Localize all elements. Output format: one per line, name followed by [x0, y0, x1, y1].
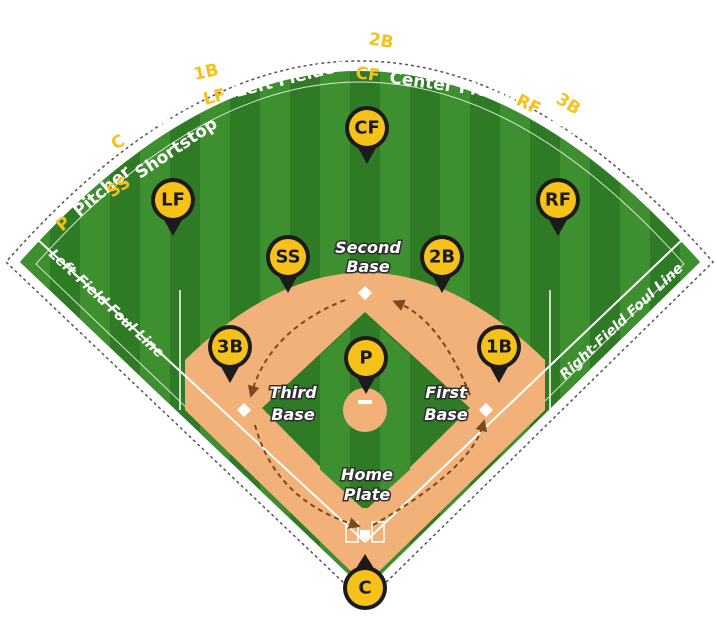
- svg-text:Second: Second: [335, 238, 401, 257]
- svg-text:Base: Base: [346, 257, 390, 276]
- svg-text:CF: CF: [354, 118, 380, 139]
- svg-text:SS: SS: [275, 247, 300, 268]
- svg-text:C: C: [358, 578, 371, 599]
- svg-text:Base: Base: [424, 405, 468, 424]
- svg-text:First: First: [425, 383, 468, 402]
- svg-text:1B: 1B: [486, 337, 512, 358]
- svg-text:Plate: Plate: [344, 485, 391, 504]
- svg-text:3B: 3B: [217, 337, 243, 358]
- svg-text:Home: Home: [341, 465, 393, 484]
- pitchers-rubber: [358, 400, 372, 404]
- svg-text:Third: Third: [269, 383, 317, 402]
- svg-text:2B: 2B: [429, 247, 455, 268]
- pitchers-mound: [343, 388, 387, 432]
- svg-text:RF: RF: [545, 190, 571, 211]
- svg-text:Base: Base: [271, 405, 315, 424]
- home-plate-label: Home Plate: [341, 465, 393, 504]
- svg-text:P: P: [359, 348, 372, 369]
- svg-text:LF: LF: [161, 190, 185, 211]
